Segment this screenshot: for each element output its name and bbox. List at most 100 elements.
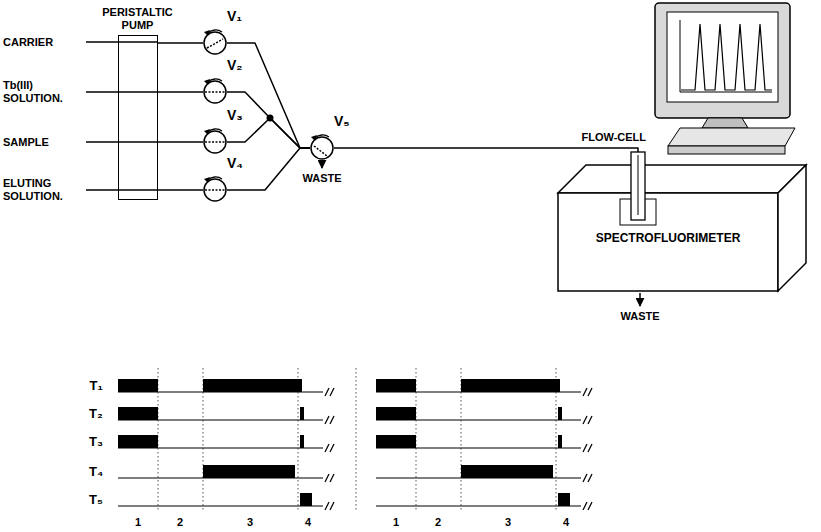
tube-connector bbox=[227, 43, 310, 148]
break-mark bbox=[325, 502, 329, 510]
valve-outline bbox=[203, 178, 227, 202]
break-mark bbox=[330, 502, 334, 510]
chart-axes bbox=[680, 20, 772, 92]
instrument-top bbox=[558, 165, 806, 193]
on-pulse bbox=[558, 435, 562, 448]
valve-label: V₃ bbox=[227, 108, 243, 122]
tube-connector bbox=[227, 92, 310, 148]
valve-outline bbox=[203, 130, 227, 154]
step-number: 4 bbox=[305, 516, 311, 529]
on-pulse bbox=[203, 465, 295, 478]
tube-connector bbox=[227, 118, 310, 148]
step-number: 1 bbox=[393, 516, 399, 529]
break-mark bbox=[330, 474, 334, 482]
on-pulse bbox=[376, 435, 416, 448]
tube bbox=[86, 91, 158, 93]
instrument-side bbox=[778, 165, 806, 291]
tube-connector bbox=[158, 42, 203, 44]
break-mark bbox=[583, 502, 587, 510]
on-pulse bbox=[300, 407, 304, 420]
waste-arrow bbox=[639, 293, 641, 306]
on-pulse bbox=[203, 379, 302, 392]
break-mark bbox=[583, 388, 587, 396]
inlet-label: Tb(III) SOLUTION. bbox=[3, 79, 83, 105]
on-pulse bbox=[461, 379, 560, 392]
break-mark bbox=[583, 416, 587, 424]
on-pulse bbox=[118, 407, 158, 420]
waste-label: WASTE bbox=[621, 310, 660, 323]
break-mark bbox=[588, 474, 592, 482]
keyboard-front bbox=[668, 146, 785, 154]
break-mark bbox=[330, 416, 334, 424]
signal-name: T₄ bbox=[89, 464, 103, 480]
valve-turn-head bbox=[204, 30, 210, 36]
on-pulse bbox=[300, 493, 312, 506]
valve-symbol: V₅ bbox=[310, 136, 334, 160]
step-number: 1 bbox=[135, 516, 141, 529]
valve-turn-arrow bbox=[315, 135, 329, 138]
monitor-stand bbox=[702, 118, 748, 128]
monitor-screen bbox=[667, 12, 778, 102]
valve-body bbox=[311, 137, 333, 159]
valve-position bbox=[205, 189, 225, 191]
keyboard bbox=[668, 128, 795, 146]
tube-connector bbox=[227, 148, 310, 190]
instrument-box: SPECTROFLUORIMETER bbox=[558, 163, 808, 293]
on-pulse bbox=[376, 379, 416, 392]
valve-turn-arrow bbox=[208, 177, 222, 180]
valve-position bbox=[314, 146, 327, 156]
part-label: FLOW-CELL bbox=[582, 131, 647, 144]
waste-arrow bbox=[321, 161, 323, 168]
valve-turn-arrow bbox=[208, 79, 222, 82]
break-mark bbox=[588, 444, 592, 452]
tube-connector bbox=[334, 148, 638, 163]
valve-turn-head bbox=[204, 129, 210, 135]
waste-label: WASTE bbox=[303, 172, 342, 185]
inlet-label: ELUTING SOLUTION. bbox=[3, 177, 83, 203]
signal-name: T₂ bbox=[89, 406, 103, 422]
valve-label: V₄ bbox=[227, 156, 243, 170]
break-mark bbox=[588, 502, 592, 510]
on-pulse bbox=[118, 379, 158, 392]
break-mark bbox=[588, 416, 592, 424]
tube bbox=[86, 41, 158, 43]
instrument-outline bbox=[558, 163, 808, 293]
tube bbox=[86, 141, 158, 143]
valve-outline bbox=[310, 136, 334, 160]
valve-turn-arrow bbox=[208, 30, 222, 33]
break-mark bbox=[330, 444, 334, 452]
break-mark bbox=[325, 388, 329, 396]
valve-outline bbox=[203, 31, 227, 55]
break-mark bbox=[325, 444, 329, 452]
tube-connector bbox=[158, 91, 203, 93]
flow-cell bbox=[631, 152, 645, 220]
break-mark bbox=[583, 474, 587, 482]
valve-position bbox=[207, 39, 223, 48]
tube bbox=[86, 189, 158, 191]
signal-name: T₅ bbox=[89, 492, 103, 508]
flow-cell-tube bbox=[638, 155, 639, 215]
break-mark bbox=[330, 388, 334, 396]
instrument-front bbox=[558, 193, 778, 291]
valve-symbol: V₂ bbox=[203, 80, 227, 104]
valve-turn-arrow bbox=[208, 129, 222, 132]
tube-connector bbox=[158, 141, 203, 143]
on-pulse bbox=[376, 407, 416, 420]
signal-peaks bbox=[681, 24, 772, 90]
on-pulse bbox=[558, 493, 570, 506]
signal-name: T₁ bbox=[90, 378, 103, 394]
valve-turn-head bbox=[204, 177, 210, 183]
cycle-divider bbox=[356, 368, 357, 512]
step-number: 2 bbox=[177, 516, 183, 529]
on-pulse bbox=[558, 407, 562, 420]
valve-symbol: V₄ bbox=[203, 178, 227, 202]
step-number: 4 bbox=[563, 516, 569, 529]
timeline bbox=[118, 505, 323, 506]
valve-position bbox=[205, 141, 225, 143]
valve-position bbox=[205, 91, 225, 93]
break-mark bbox=[588, 388, 592, 396]
inlet-label: CARRIER bbox=[3, 36, 83, 49]
valve-label: V₅ bbox=[334, 114, 350, 128]
pump-box: PERISTALTIC PUMP bbox=[118, 35, 158, 200]
